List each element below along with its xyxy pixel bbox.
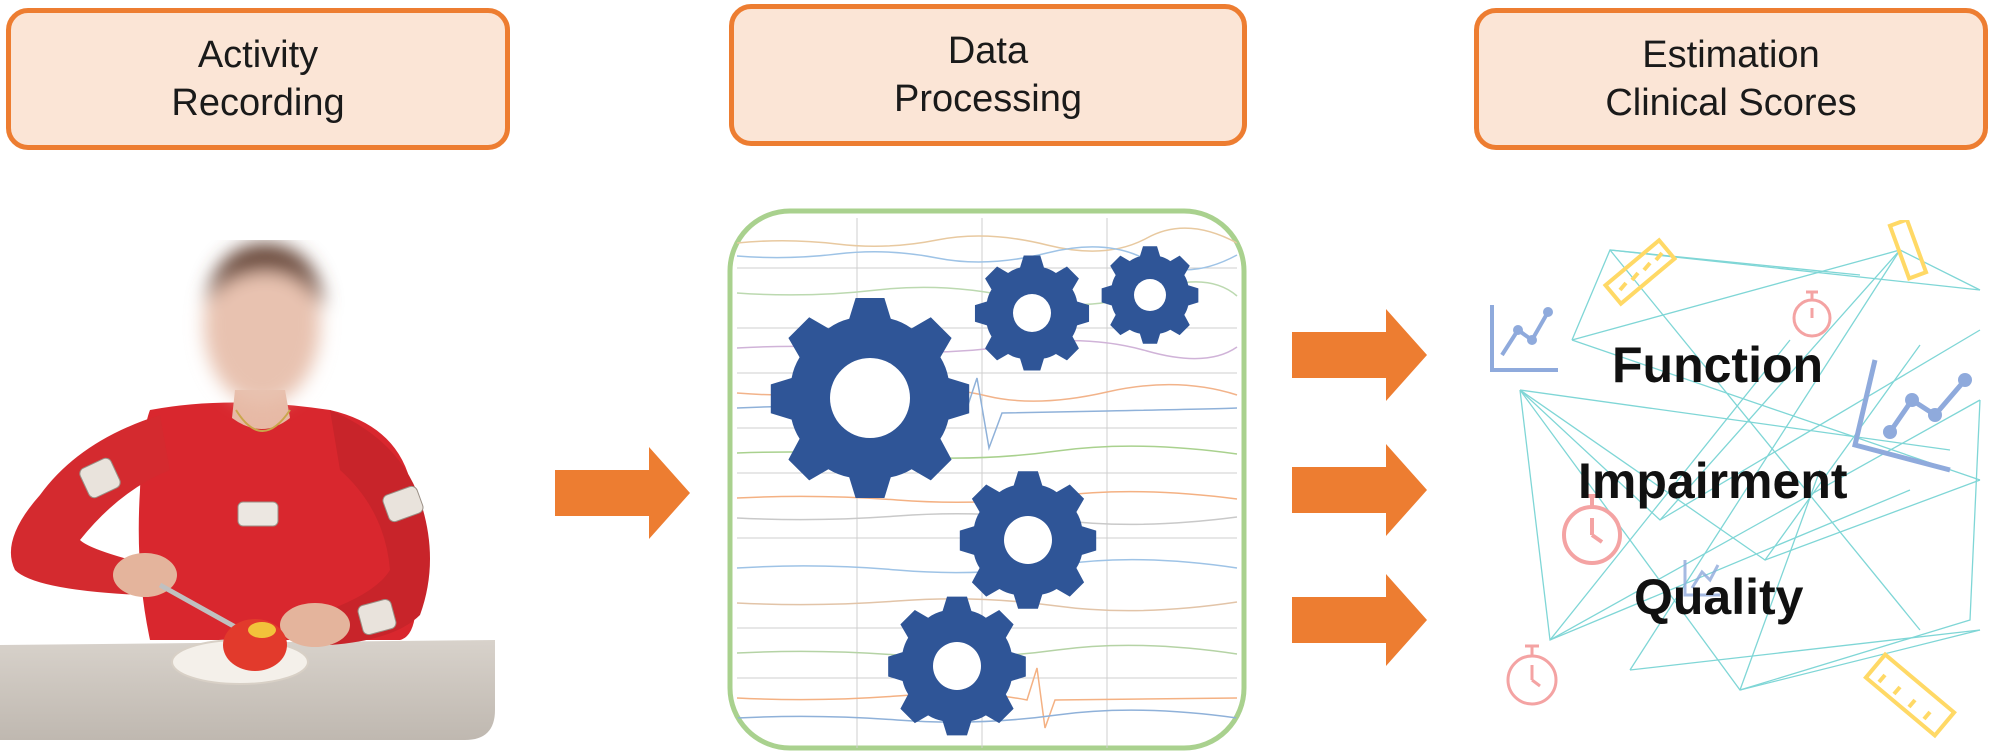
network-lines	[1519, 249, 1981, 691]
gear-icon	[1101, 246, 1199, 344]
ruler-icon	[1887, 220, 1929, 281]
wearable-sensor	[79, 457, 424, 636]
activity-recording-photo	[0, 243, 495, 740]
arrow-right-icon	[1292, 574, 1427, 666]
stopwatch-icon	[1506, 644, 1558, 706]
blurred-face	[204, 243, 325, 405]
arrow-right-icon	[555, 447, 690, 539]
stage-label-line1: Activity	[197, 34, 319, 76]
stage-activity-recording: Activity Recording	[6, 8, 510, 150]
stopwatch-icon	[1562, 494, 1622, 565]
stage-label-line1: Data	[947, 30, 1029, 72]
stage-label-line2: Clinical Scores	[1605, 82, 1857, 124]
output-function: Function	[1612, 337, 1824, 393]
stage-data-processing: Data Processing	[729, 4, 1247, 146]
clinical-scores-network	[1490, 220, 1981, 739]
line-chart-icon	[1490, 305, 1558, 372]
gear-icon	[974, 255, 1090, 371]
arrow-right-icon	[1292, 309, 1427, 401]
stage-label-line2: Recording	[171, 82, 345, 124]
stage-label-line2: Processing	[894, 78, 1082, 120]
left-arm	[10, 415, 171, 595]
output-quality: Quality	[1634, 569, 1804, 625]
ruler-icon	[1602, 237, 1678, 307]
ruler-icon	[1863, 651, 1957, 739]
table-surface	[0, 640, 495, 740]
line-chart-icon	[1852, 359, 1972, 473]
stage-label-line1: Estimation	[1642, 34, 1820, 76]
gear-icon	[770, 298, 970, 498]
data-processing-panel	[727, 208, 1247, 751]
right-arm	[315, 410, 430, 645]
arrow-right-icon	[1292, 444, 1427, 536]
stopwatch-icon	[1792, 290, 1832, 338]
gear-icon	[888, 596, 1026, 736]
output-impairment: Impairment	[1578, 453, 1848, 509]
line-chart-icon	[1683, 560, 1720, 597]
stage-estimation-clinical-scores: Estimation Clinical Scores	[1474, 8, 1988, 150]
gear-icon	[959, 471, 1097, 609]
